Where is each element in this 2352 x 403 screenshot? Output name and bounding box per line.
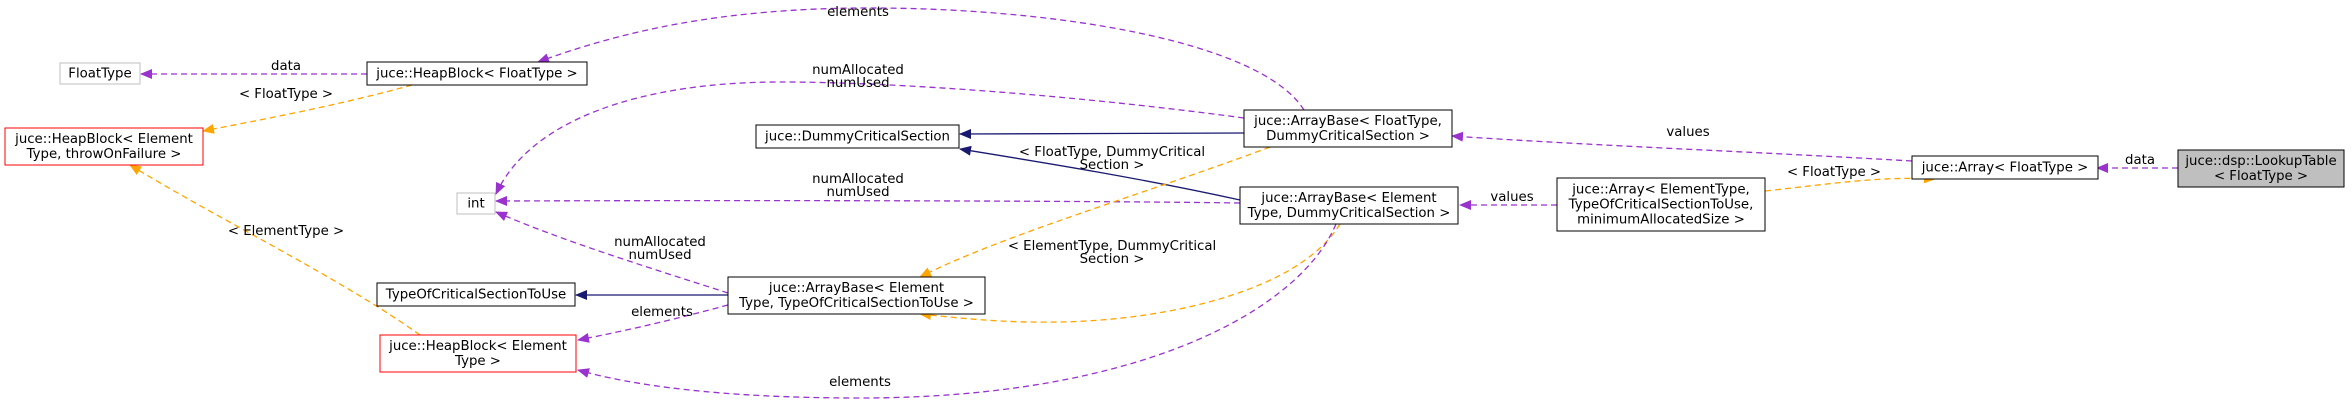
node-typeofcs[interactable]: TypeOfCriticalSectionToUse — [376, 282, 576, 307]
node-label: int — [467, 197, 484, 212]
node-label: juce::Array< FloatType > — [1921, 161, 2089, 176]
node-int[interactable]: int — [456, 192, 496, 215]
edge-line — [959, 128, 1245, 139]
node-array_elem[interactable]: juce::Array< ElementType,TypeOfCriticalS… — [1556, 177, 1766, 232]
edge-line — [577, 304, 729, 343]
edge-label: numAllocated — [614, 235, 706, 250]
edge-label: elements — [631, 305, 693, 320]
edge-label: < ElementType > — [228, 224, 344, 239]
edge-label: data — [271, 59, 301, 74]
node-array_float[interactable]: juce::Array< FloatType > — [1911, 155, 2099, 180]
edge-line — [495, 211, 729, 294]
edge-array_to_lookup: data — [2096, 153, 2178, 173]
node-box[interactable] — [1556, 177, 1766, 232]
edge-label: elements — [829, 375, 891, 390]
node-label: DummyCriticalSection > — [1266, 129, 1430, 144]
node-box[interactable] — [1239, 186, 1459, 225]
node-label: juce::ArrayBase< Element — [1260, 191, 1436, 206]
node-label: Type, throwOnFailure > — [26, 147, 182, 162]
node-box[interactable] — [727, 276, 986, 315]
edge-label: Section > — [1080, 252, 1145, 267]
node-label: TypeOfCriticalSectionToUse — [385, 288, 566, 303]
edge-line — [495, 195, 1241, 206]
node-arraybase_generic[interactable]: juce::ArrayBase< ElementType, TypeOfCrit… — [727, 276, 986, 315]
node-label: juce::HeapBlock< Element — [388, 339, 567, 354]
edge-label: numUsed — [628, 248, 691, 263]
edge-line — [919, 146, 1271, 278]
node-label: juce::dsp::LookupTable — [2184, 154, 2336, 169]
edge-line — [1764, 173, 1936, 192]
node-label: Type, TypeOfCriticalSectionToUse > — [738, 296, 974, 311]
edge-label: values — [1490, 190, 1533, 205]
edge-line — [959, 145, 1241, 201]
edge-label: < FloatType > — [239, 87, 333, 102]
edge-abgeneric_to_abfloat: < FloatType, DummyCriticalSection > — [919, 145, 1271, 278]
edge-label: numAllocated — [812, 172, 904, 187]
edge-line — [919, 223, 1341, 323]
edge-label: data — [2125, 153, 2155, 168]
node-label: TypeOfCriticalSectionToUse, — [1568, 198, 1754, 213]
edge-abgeneric_to_abelem: < ElementType, DummyCriticalSection > — [919, 223, 1341, 323]
node-box[interactable] — [2177, 149, 2345, 188]
edge-label: numAllocated — [812, 63, 904, 78]
node-label: juce::Array< ElementType, — [1571, 183, 1750, 198]
edge-label: elements — [827, 5, 889, 20]
node-label: minimumAllocatedSize > — [1577, 213, 1745, 228]
edge-line — [202, 84, 413, 134]
node-floattype[interactable]: FloatType — [59, 62, 141, 85]
node-box[interactable] — [755, 124, 960, 149]
edge-abfloat_to_arrayfloat: values — [1451, 125, 1913, 162]
node-box[interactable] — [366, 61, 588, 86]
edge-hbfloat_to_abfloat: elements — [537, 5, 1305, 111]
node-label: juce::ArrayBase< Element — [768, 281, 944, 296]
edge-line — [537, 7, 1305, 111]
node-box[interactable] — [1243, 109, 1453, 148]
edge-label: values — [1666, 125, 1709, 140]
node-label: juce::HeapBlock< FloatType > — [375, 67, 577, 82]
node-box[interactable] — [4, 127, 204, 166]
edge-hbthrow_to_hbfloat: < FloatType > — [202, 84, 413, 134]
edge-arrayelem_to_arrayfloat: < FloatType > — [1764, 165, 1936, 192]
node-arraybase_elem_dummy[interactable]: juce::ArrayBase< ElementType, DummyCriti… — [1239, 186, 1459, 225]
node-box[interactable] — [1911, 155, 2099, 180]
node-heapblock_throw[interactable]: juce::HeapBlock< ElementType, throwOnFai… — [4, 127, 204, 166]
edge-line — [129, 164, 421, 336]
node-label: < FloatType > — [2214, 169, 2308, 184]
node-dummycs[interactable]: juce::DummyCriticalSection — [755, 124, 960, 149]
node-box[interactable] — [376, 282, 576, 307]
node-box[interactable] — [379, 334, 577, 373]
edge-abelem_to_arrayelem: values — [1459, 190, 1557, 210]
node-label: juce::ArrayBase< FloatType, — [1253, 114, 1442, 129]
edge-label: numUsed — [826, 76, 889, 91]
edge-label: < FloatType, DummyCritical — [1019, 145, 1205, 160]
node-box[interactable] — [59, 62, 141, 85]
node-label: juce::HeapBlock< Element — [14, 132, 193, 147]
node-label: Type, DummyCriticalSection > — [1247, 206, 1451, 221]
edge-label: < FloatType > — [1787, 165, 1881, 180]
edge-line — [577, 223, 1337, 399]
edge-label: < ElementType, DummyCritical — [1008, 239, 1216, 254]
node-arraybase_float[interactable]: juce::ArrayBase< FloatType,DummyCritical… — [1243, 109, 1453, 148]
node-lookup[interactable]: juce::dsp::LookupTable< FloatType > — [2177, 149, 2345, 188]
edge-label: Section > — [1080, 158, 1145, 173]
edge-dummycs_to_abelem — [959, 145, 1241, 201]
node-label: Type > — [454, 354, 501, 369]
node-heapblock_float[interactable]: juce::HeapBlock< FloatType > — [366, 61, 588, 86]
edge-line — [1451, 131, 1913, 162]
node-heapblock_elem[interactable]: juce::HeapBlock< ElementType > — [379, 334, 577, 373]
node-box[interactable] — [456, 192, 496, 215]
edge-hbelem_to_abelem: elements — [577, 223, 1337, 399]
edge-dummycs_to_abfloat — [959, 128, 1245, 139]
edge-label: numUsed — [826, 185, 889, 200]
edge-hbthrow_to_hbelem: < ElementType > — [129, 164, 421, 336]
node-label: juce::DummyCriticalSection — [764, 130, 950, 145]
node-label: FloatType — [68, 67, 131, 82]
edge-hbelem_to_abgeneric: elements — [577, 304, 729, 343]
edge-floattype_to_hbfloat: data — [140, 59, 367, 79]
